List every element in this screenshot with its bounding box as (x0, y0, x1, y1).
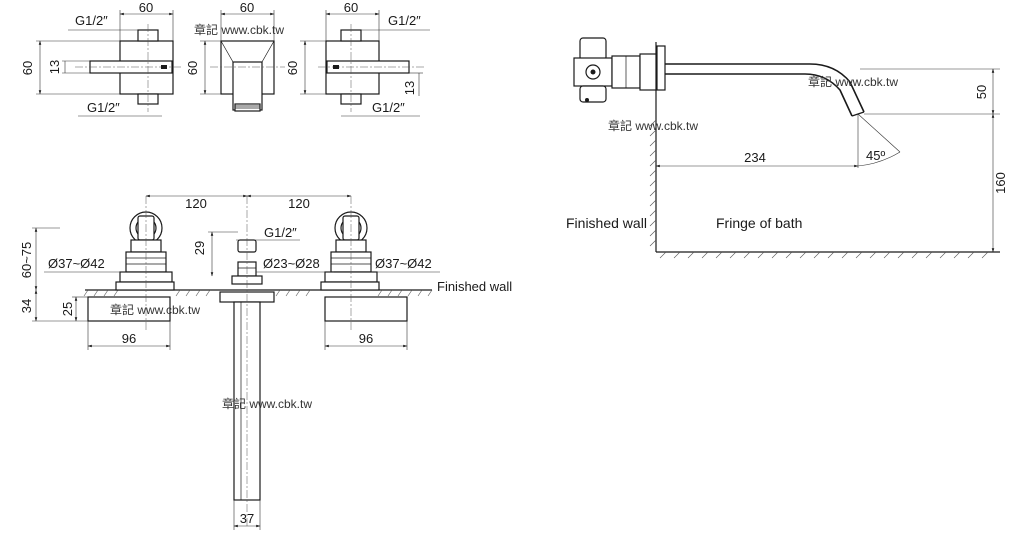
side-finished-wall-label: Finished wall (566, 215, 647, 231)
center-width-label: 60 (240, 0, 254, 15)
left-thread-top-label: G1/2″ (75, 13, 108, 28)
spout-thread-label: G1/2″ (264, 225, 297, 240)
top-left-handle (87, 296, 171, 322)
right-thread-top-label: G1/2″ (388, 13, 421, 28)
watermark: 章記 www.cbk.tw (110, 302, 200, 317)
drop-label: 50 (974, 85, 989, 99)
side-concealed-valve (573, 37, 657, 103)
watermark: 章記 www.cbk.tw (222, 396, 312, 411)
spout-height-label: 29 (192, 241, 207, 255)
side-spout-bottom-edge (665, 73, 853, 117)
top-spout (219, 196, 275, 528)
fringe-of-bath-label: Fringe of bath (716, 215, 802, 231)
right-width-label: 60 (344, 0, 358, 15)
left-offset-label: 13 (47, 60, 62, 74)
left-thread-bottom-label: G1/2″ (87, 100, 120, 115)
right-height-label: 60 (285, 61, 300, 75)
left-height-label: 60 (20, 61, 35, 75)
reach-label: 234 (744, 150, 766, 165)
watermark: 章記 www.cbk.tw (608, 118, 698, 133)
top-wall-hatching (83, 289, 433, 297)
handle-depth-label: 25 (60, 302, 75, 316)
left-diameter-label: Ø37~Ø42 (48, 256, 105, 271)
side-spout-top-edge (665, 63, 865, 113)
side-bath-hatching (659, 251, 989, 259)
spacing-right-label: 120 (288, 196, 310, 211)
watermark: 章記 www.cbk.tw (808, 74, 898, 89)
center-height-label: 60 (185, 61, 200, 75)
side-view: 45º 234 50 160 Finished wall Fringe of b… (566, 37, 1008, 259)
spout-outlet (232, 61, 263, 111)
spacing-left-label: 120 (185, 196, 207, 211)
right-offset-label: 13 (402, 81, 417, 95)
angle-label: 45º (866, 148, 885, 163)
side-wall-hatching (649, 119, 657, 247)
left-width-label: 60 (139, 0, 153, 15)
spout-diameter-label: Ø23~Ø28 (263, 256, 320, 271)
depth-label: 60~75 (19, 242, 34, 279)
right-diameter-label: Ø37~Ø42 (375, 256, 432, 271)
spout-width-label: 37 (240, 511, 254, 526)
front-view-right: 60 G1/2″ 60 13 G1/2″ (285, 0, 430, 117)
right-width-96-label: 96 (359, 331, 373, 346)
top-right-handle (324, 296, 408, 322)
side-wall-plate (656, 45, 666, 91)
front-view-left: 60 G1/2″ 60 13 G1/2″ (20, 0, 182, 117)
top-left-valve (87, 196, 175, 330)
plate-depth-label: 34 (19, 299, 34, 313)
left-width-96-label: 96 (122, 331, 136, 346)
right-thread-bottom-label: G1/2″ (372, 100, 405, 115)
watermark: 章記 www.cbk.tw (194, 22, 284, 37)
top-right-valve (320, 196, 408, 330)
front-view-center: 60 60 (185, 0, 285, 112)
height-label: 160 (993, 172, 1008, 194)
top-view-installation: Finished wall (19, 194, 512, 530)
top-finished-wall-label: Finished wall (437, 279, 512, 294)
